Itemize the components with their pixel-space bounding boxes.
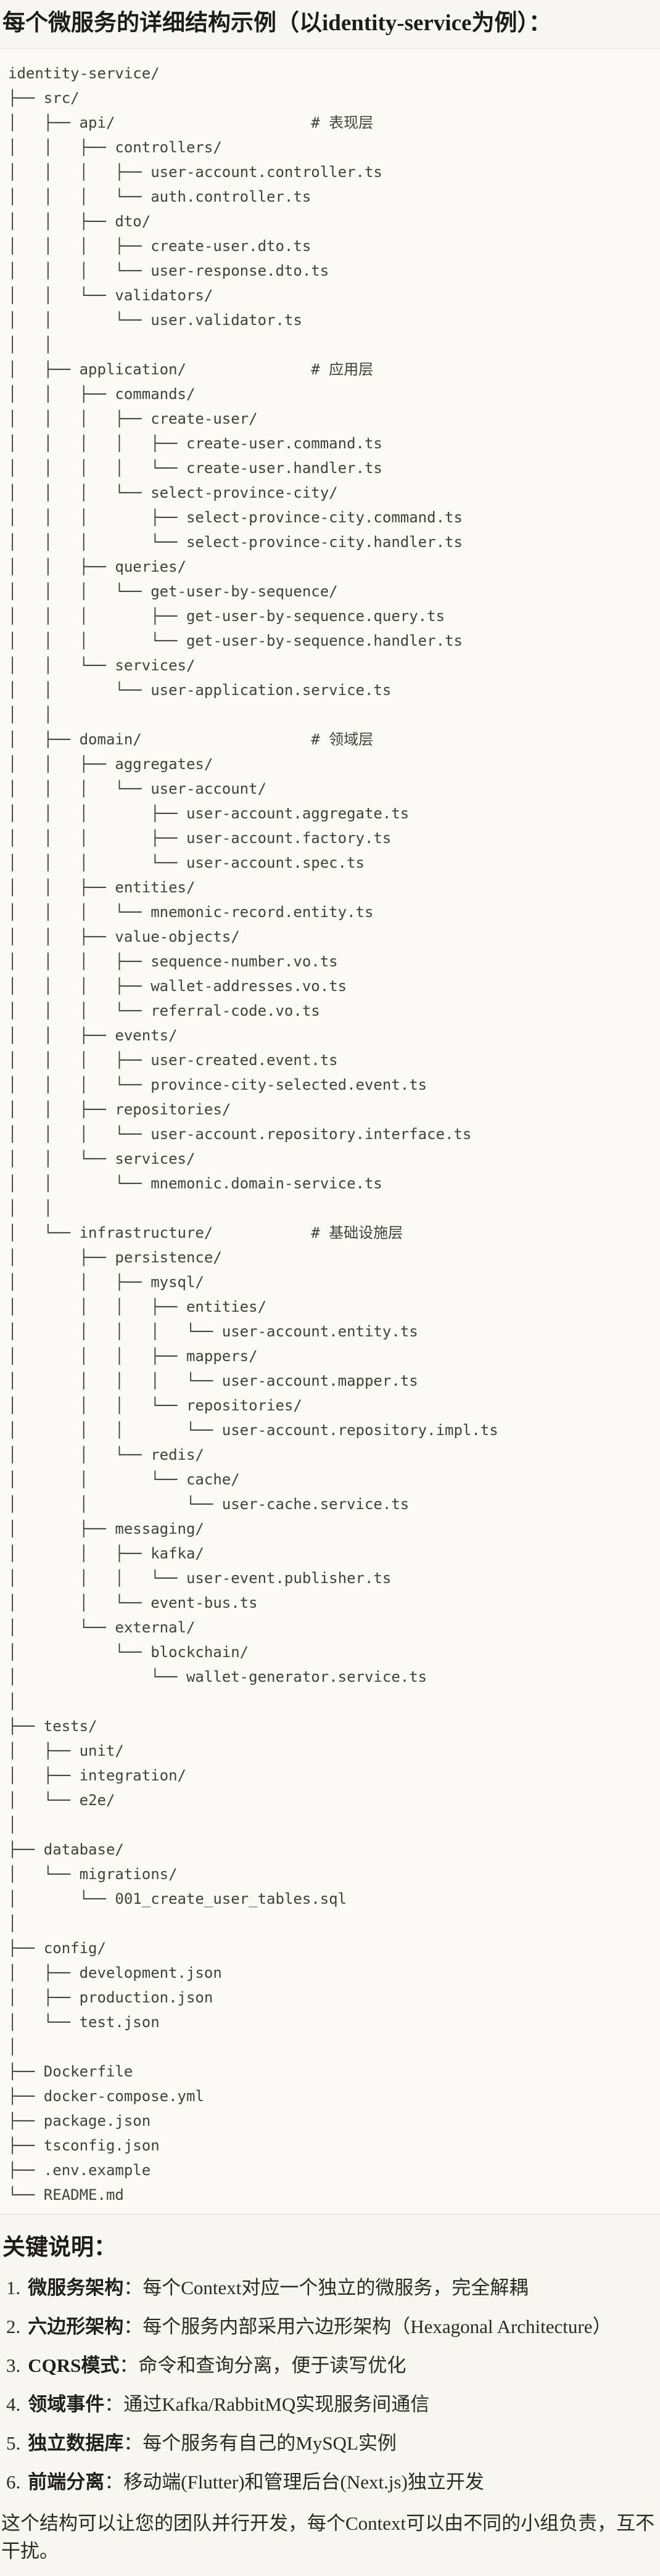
note-text: ：每个Context对应一个独立的微服务，完全解耦: [123, 2277, 529, 2298]
note-label: 六边形架构: [28, 2316, 124, 2337]
note-text: ：命令和查询分离，便于读写优化: [119, 2355, 406, 2376]
note-label: 领域事件: [28, 2393, 105, 2415]
note-number: 1.: [6, 2277, 21, 2298]
closing-paragraph: 这个结构可以让您的团队并行开发，每个Context可以由不同的小组负责，互不干扰…: [1, 2512, 655, 2562]
note-item-cqrs: 3. CQRS模式：命令和查询分离，便于读写优化: [0, 2352, 660, 2379]
notes-list: 1. 微服务架构：每个Context对应一个独立的微服务，完全解耦 2. 六边形架构…: [0, 2274, 660, 2496]
page-title: 每个微服务的详细结构示例（以identity-service为例）：: [2, 10, 551, 36]
note-number: 5.: [6, 2432, 21, 2454]
note-label: 独立数据库: [28, 2432, 124, 2454]
note-text: ：移动端(Flutter)和管理后台(Next.js)独立开发: [104, 2471, 484, 2493]
note-number: 6.: [6, 2471, 21, 2493]
note-number: 2.: [6, 2316, 21, 2337]
note-number: 4.: [6, 2393, 21, 2415]
note-item-independent-db: 5. 独立数据库：每个服务有自己的MySQL实例: [0, 2429, 660, 2457]
notes-heading: 关键说明：: [2, 2235, 117, 2260]
directory-tree-code-block: identity-service/ ├── src/ │ ├── api/ # …: [0, 48, 660, 2215]
note-label: CQRS模式: [28, 2355, 120, 2376]
note-item-hexagonal: 2. 六边形架构：每个服务内部采用六边形架构（Hexagonal Architec…: [0, 2313, 660, 2340]
note-item-domain-events: 4. 领域事件：通过Kafka/RabbitMQ实现服务间通信: [0, 2390, 660, 2418]
note-text: ：通过Kafka/RabbitMQ实现服务间通信: [104, 2393, 430, 2415]
note-item-frontend-separation: 6. 前端分离：移动端(Flutter)和管理后台(Next.js)独立开发: [0, 2468, 660, 2496]
note-text: ：每个服务有自己的MySQL实例: [123, 2432, 397, 2454]
note-item-microservices: 1. 微服务架构：每个Context对应一个独立的微服务，完全解耦: [0, 2274, 660, 2302]
note-label: 前端分离: [28, 2471, 105, 2493]
note-text: ：每个服务内部采用六边形架构（Hexagonal Architecture）: [123, 2316, 612, 2337]
note-number: 3.: [6, 2355, 21, 2376]
note-label: 微服务架构: [28, 2277, 124, 2298]
